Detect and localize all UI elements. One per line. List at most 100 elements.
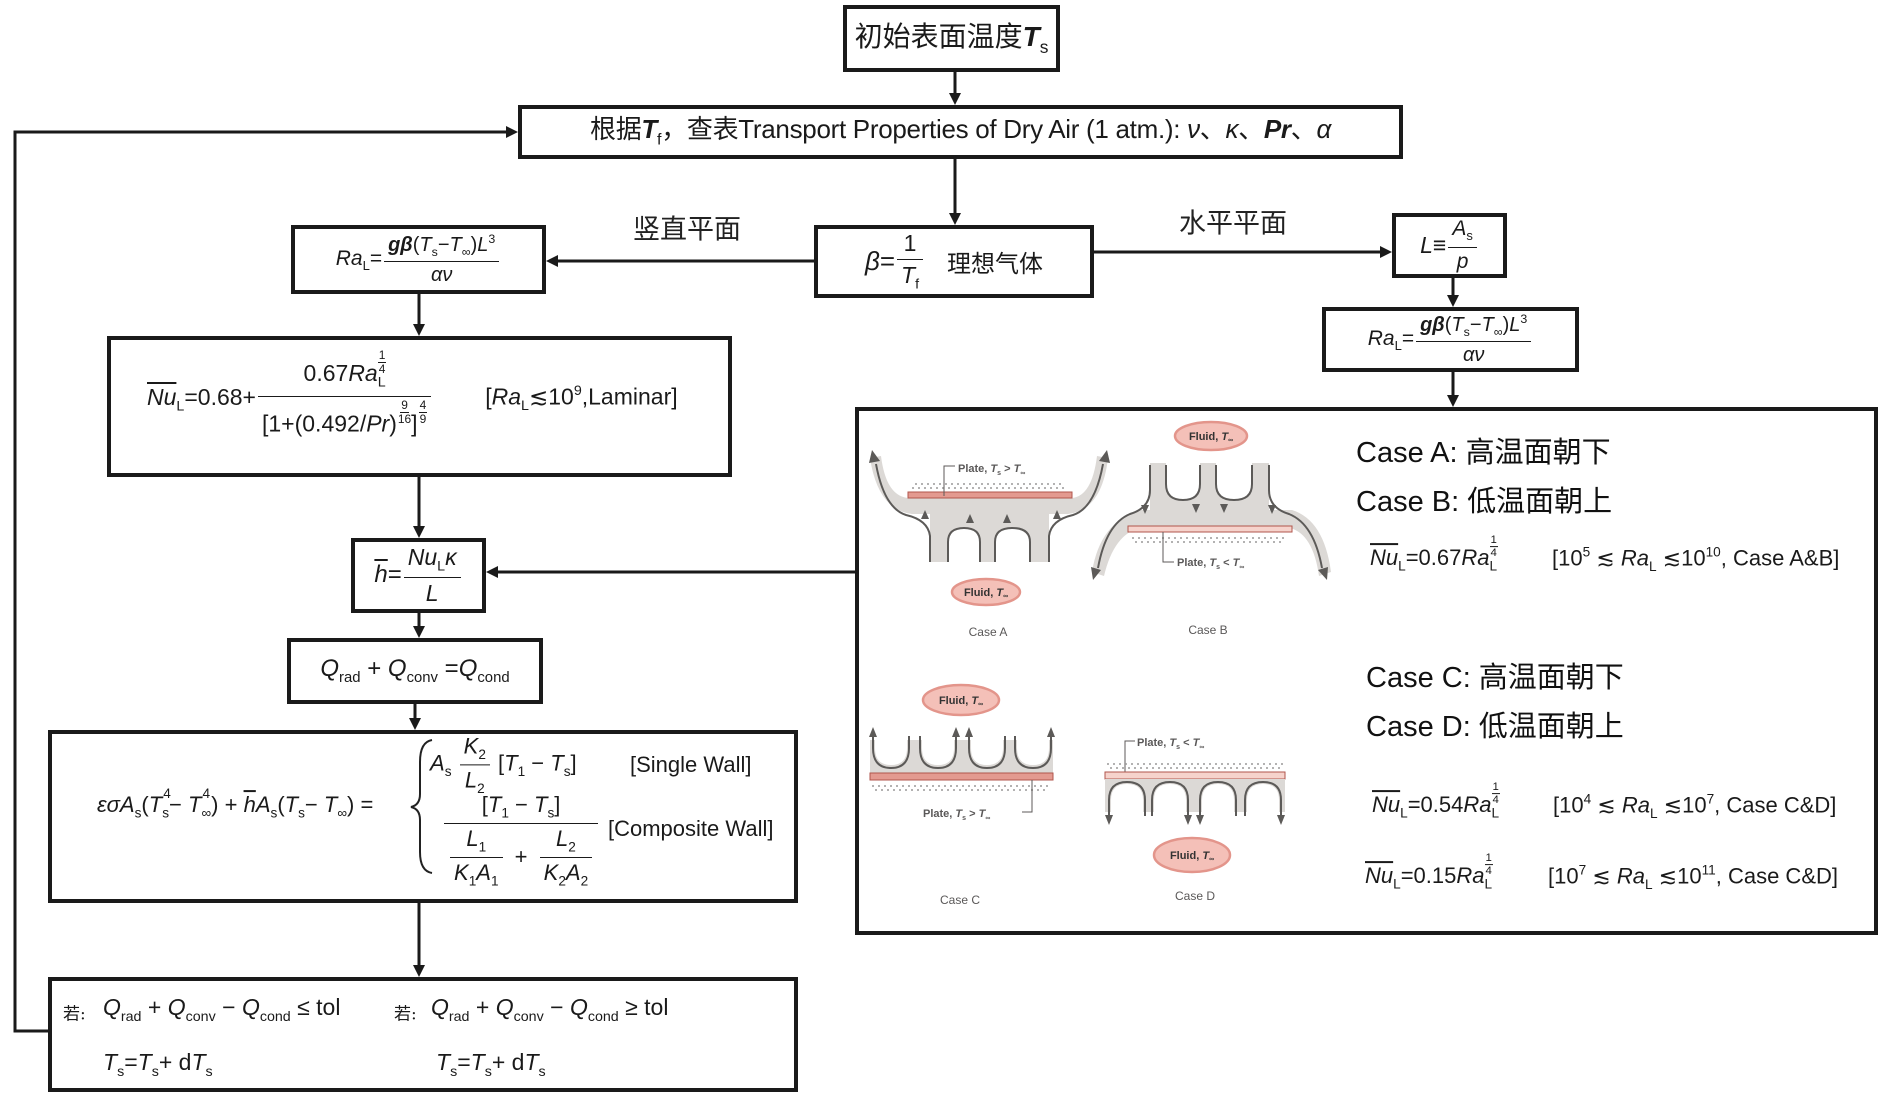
- formula-italic: T: [901, 261, 916, 288]
- formula-superscript: 7: [1706, 791, 1715, 807]
- formula-text: ≲: [1586, 863, 1617, 889]
- arrowhead-left-icon: [486, 566, 498, 578]
- leader-line: [1022, 780, 1033, 813]
- formula-italic: T: [1481, 313, 1494, 336]
- formula-italic: L: [477, 233, 489, 256]
- arrowhead-down-icon: [409, 718, 421, 730]
- nusselt-ab-range: [105 ≲ RaL ≲1010, Case A&B]: [1552, 545, 1839, 576]
- heat-transfer-coefficient-denominator: L: [404, 578, 461, 606]
- formula-italic: Q: [431, 994, 449, 1021]
- formula-text: =: [457, 1049, 471, 1076]
- plate-label: Plate, Ts < T∞: [1137, 737, 1204, 751]
- arrowhead-down-icon: [1447, 395, 1459, 407]
- characteristic-length-numerator: As: [1448, 217, 1477, 248]
- plate-label-var2: T: [1233, 557, 1241, 569]
- formula-subscript: L: [1400, 805, 1408, 821]
- formula-subscript: L: [1398, 558, 1406, 574]
- formula-italic: β: [864, 245, 880, 276]
- formula-subscript: ∞: [1493, 324, 1503, 339]
- formula-text: ≤ tol: [290, 994, 341, 1021]
- plate-label-prefix: Plate,: [1137, 737, 1169, 749]
- horizontal-cases-figures: Plate, Ts > T∞ Fluid, T∞ Case A Fluid, T…: [869, 420, 1331, 907]
- exponent-numerator: 9: [400, 398, 409, 413]
- plate-label-var: T: [955, 808, 963, 820]
- leader-line: [943, 465, 955, 496]
- formula-text: ]: [554, 792, 561, 817]
- formula-italic: Q: [167, 994, 186, 1021]
- initial-temperature-text: 初始表面温度Ts: [855, 20, 1049, 58]
- formula-italic: Q: [320, 654, 340, 682]
- fluid-label-sub: ∞: [1228, 437, 1233, 444]
- formula-bold-italic: gβ: [388, 233, 413, 256]
- formula-text: ): [389, 410, 397, 437]
- rayleigh-vertical-fraction: gβ(Ts−T∞)L3 αν: [384, 232, 500, 287]
- figure-caption: Case A: [969, 625, 1008, 639]
- formula-subscript: L: [362, 257, 370, 273]
- formula-subscript: s: [151, 1063, 159, 1080]
- exponent-numerator: 1: [1484, 852, 1493, 866]
- formula-subscript: conv: [185, 1008, 216, 1025]
- exponent-numerator: 1: [1489, 534, 1498, 548]
- arrowhead-right-icon: [506, 126, 518, 138]
- formula-overlined: Nu: [1370, 545, 1399, 571]
- flow-streamline: [1215, 465, 1253, 502]
- exponent-numerator: 1: [377, 348, 387, 363]
- composite-wall-term1: L1 K1A1: [450, 826, 503, 889]
- arrowhead-down-icon: [413, 626, 425, 638]
- formula-text: ≲10: [1657, 792, 1707, 818]
- case-desc: 低温面朝上: [1467, 486, 1613, 518]
- case-d-description: Case D:低温面朝上: [1366, 709, 1624, 745]
- flow-arch-gap: [948, 528, 980, 562]
- plate-label-prefix: Plate,: [1177, 557, 1209, 569]
- formula-superscript: 10: [1705, 544, 1721, 560]
- case-label: Case B: [1356, 486, 1452, 518]
- flow-arrowhead: [965, 727, 973, 737]
- plate: [907, 491, 1073, 499]
- connector-length-to-rayleigh-horizontal: [1447, 278, 1459, 307]
- formula-text: ≲10: [1652, 863, 1702, 889]
- plate-label-sub: s: [1216, 564, 1220, 571]
- formula-italic: Ra: [1620, 545, 1649, 571]
- plate-label-relation: <: [1180, 737, 1193, 749]
- flow-streamline: [919, 736, 957, 770]
- formula-text: , Case A&B]: [1720, 545, 1840, 571]
- figure-caption: Case B: [1188, 623, 1227, 637]
- formula-italic: Q: [458, 654, 478, 682]
- exponent-denominator: 4: [1490, 547, 1497, 560]
- energy-balance-equation: Qrad + Qconv =Qcond: [320, 655, 509, 688]
- formula-subscript: L: [1489, 558, 1498, 574]
- flow-arrowhead: [1318, 567, 1328, 580]
- rayleigh-vertical-box: RaL= gβ(Ts−T∞)L3 αν: [291, 225, 546, 294]
- fluid-label-var: T: [1202, 850, 1210, 862]
- plate-label-sub2: ∞: [985, 815, 990, 822]
- plate-label-relation: >: [1001, 463, 1014, 475]
- formula-italic: Ra: [335, 246, 363, 270]
- formula-subscript: s: [1463, 324, 1470, 339]
- formula-text: −: [508, 792, 534, 817]
- composite-wall-denominator: L1 K1A1 + L2 K2A2: [444, 824, 598, 889]
- formula-text: 1: [903, 230, 917, 257]
- characteristic-length-box: L≡ As p: [1392, 213, 1507, 278]
- fluid-label-sub: ∞: [1003, 593, 1008, 600]
- composite-wall-numerator: [T1 − Ts]: [444, 792, 599, 825]
- figure-caption: Case D: [1175, 889, 1215, 903]
- formula-subscript: f: [657, 130, 662, 149]
- formula-text: 根据: [590, 114, 642, 145]
- beta-fraction: 1 Tf: [897, 230, 924, 293]
- formula-subscript: s: [484, 1063, 492, 1080]
- plate-label: Plate, Ts > T∞: [923, 808, 990, 822]
- characteristic-length-lhs: L≡: [1420, 232, 1446, 260]
- not-converged-prefix: 若:: [394, 1004, 417, 1025]
- rayleigh-vertical-lhs: RaL=: [336, 246, 382, 274]
- heat-transfer-coefficient-lhs: h=: [374, 561, 401, 590]
- formula-subscript: s: [1466, 228, 1473, 244]
- energy-balance-box: Qrad + Qconv =Qcond: [287, 638, 543, 704]
- single-wall-fraction: K2 L2: [459, 733, 490, 796]
- formula-subscript: cond: [587, 1008, 619, 1025]
- formula-italic: K: [454, 860, 469, 886]
- flow-arrowhead: [869, 727, 877, 737]
- case-desc: 高温面朝下: [1478, 662, 1624, 694]
- formula-text: =0.68+: [184, 383, 256, 410]
